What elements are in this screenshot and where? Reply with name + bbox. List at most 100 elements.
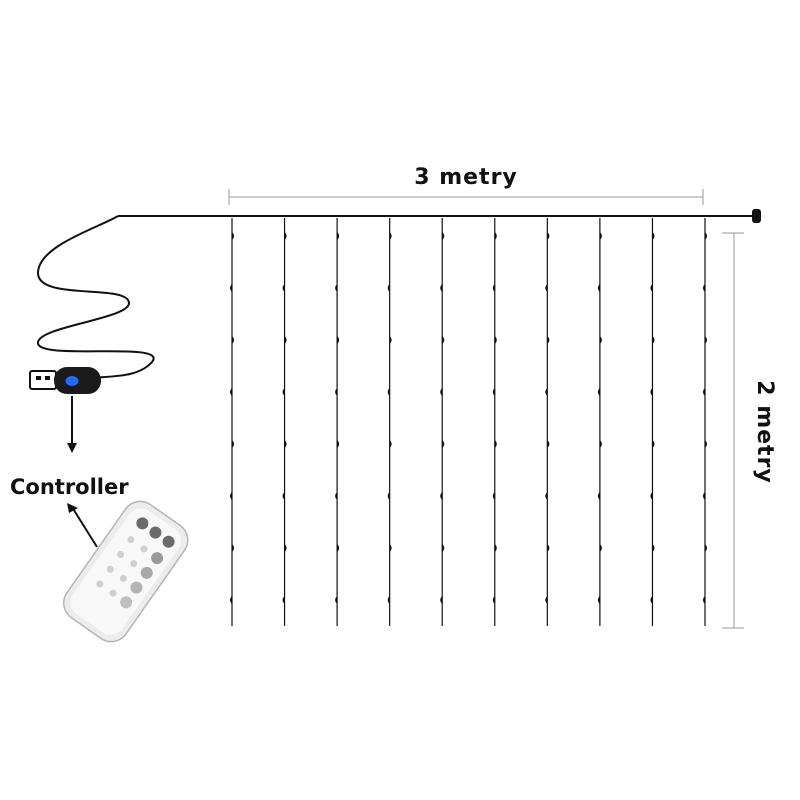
led-bead [442, 440, 445, 448]
led-bead [545, 596, 548, 604]
led-bead [284, 336, 287, 344]
led-bead [703, 492, 705, 500]
light-strand [230, 218, 234, 626]
led-bead [492, 492, 495, 500]
arrow-down-icon [67, 396, 77, 453]
led-bead [547, 336, 550, 344]
height-dimension: 2 metry [722, 232, 777, 629]
led-bead [650, 596, 653, 604]
led-bead [705, 544, 707, 552]
led-bead [387, 596, 390, 604]
led-bead [440, 284, 443, 292]
led-bead [387, 284, 390, 292]
led-bead [282, 284, 285, 292]
led-bead [705, 232, 707, 240]
led-bead [389, 336, 392, 344]
led-bead [492, 596, 495, 604]
light-strand [703, 218, 707, 626]
led-bead [282, 492, 285, 500]
remote-control-icon [62, 500, 189, 643]
led-bead [705, 440, 707, 448]
led-bead [652, 336, 655, 344]
led-bead [442, 336, 445, 344]
led-bead [389, 544, 392, 552]
led-bead [442, 544, 445, 552]
led-bead [494, 440, 497, 448]
led-bead [652, 544, 655, 552]
led-bead [597, 492, 600, 500]
end-cap [752, 209, 761, 223]
width-label: 3 metry [414, 165, 518, 190]
led-bead [440, 596, 443, 604]
led-bead [230, 284, 232, 292]
led-bead [335, 284, 338, 292]
led-bead [705, 336, 707, 344]
led-bead [337, 232, 340, 240]
led-bead [389, 440, 392, 448]
led-bead [650, 492, 653, 500]
light-strand [545, 218, 550, 626]
width-dimension: 3 metry [228, 165, 704, 205]
led-bead [284, 544, 287, 552]
led-bead [599, 544, 602, 552]
led-bead [387, 492, 390, 500]
led-bead [230, 388, 232, 396]
led-bead [284, 232, 287, 240]
led-bead [232, 440, 234, 448]
led-bead [230, 596, 232, 604]
led-bead [387, 388, 390, 396]
led-bead [652, 440, 655, 448]
led-bead [703, 596, 705, 604]
height-label: 2 metry [752, 380, 777, 484]
led-bead [599, 232, 602, 240]
led-bead [337, 544, 340, 552]
led-bead [494, 544, 497, 552]
led-bead [494, 336, 497, 344]
led-bead [703, 388, 705, 396]
light-strand [282, 218, 287, 626]
usb-plug-icon [29, 370, 57, 390]
light-strand [335, 218, 340, 626]
led-bead [547, 440, 550, 448]
led-bead [650, 284, 653, 292]
led-bead [335, 388, 338, 396]
ir-receiver-icon [65, 376, 79, 386]
led-bead [389, 232, 392, 240]
led-bead [599, 440, 602, 448]
led-bead [547, 544, 550, 552]
led-bead [547, 232, 550, 240]
light-strand [597, 218, 602, 626]
led-bead [703, 284, 705, 292]
led-bead [545, 492, 548, 500]
led-bead [282, 388, 285, 396]
light-strands [230, 218, 707, 626]
led-bead [599, 336, 602, 344]
led-bead [284, 440, 287, 448]
led-bead [335, 596, 338, 604]
led-bead [650, 388, 653, 396]
led-bead [232, 232, 234, 240]
led-bead [652, 232, 655, 240]
led-bead [494, 232, 497, 240]
led-bead [492, 284, 495, 292]
controller-label: Controller [10, 475, 129, 499]
led-bead [282, 596, 285, 604]
led-bead [492, 388, 495, 396]
light-strand [650, 218, 655, 626]
led-bead [232, 544, 234, 552]
led-bead [337, 336, 340, 344]
remote-arrow [67, 503, 98, 548]
led-bead [597, 284, 600, 292]
main-wire [118, 209, 761, 223]
led-bead [545, 284, 548, 292]
light-strand [440, 218, 445, 626]
led-bead [440, 388, 443, 396]
led-bead [440, 492, 443, 500]
led-bead [597, 388, 600, 396]
led-bead [337, 440, 340, 448]
led-bead [442, 232, 445, 240]
usb-controller [29, 367, 101, 394]
led-bead [232, 336, 234, 344]
usb-cable [36, 215, 155, 379]
